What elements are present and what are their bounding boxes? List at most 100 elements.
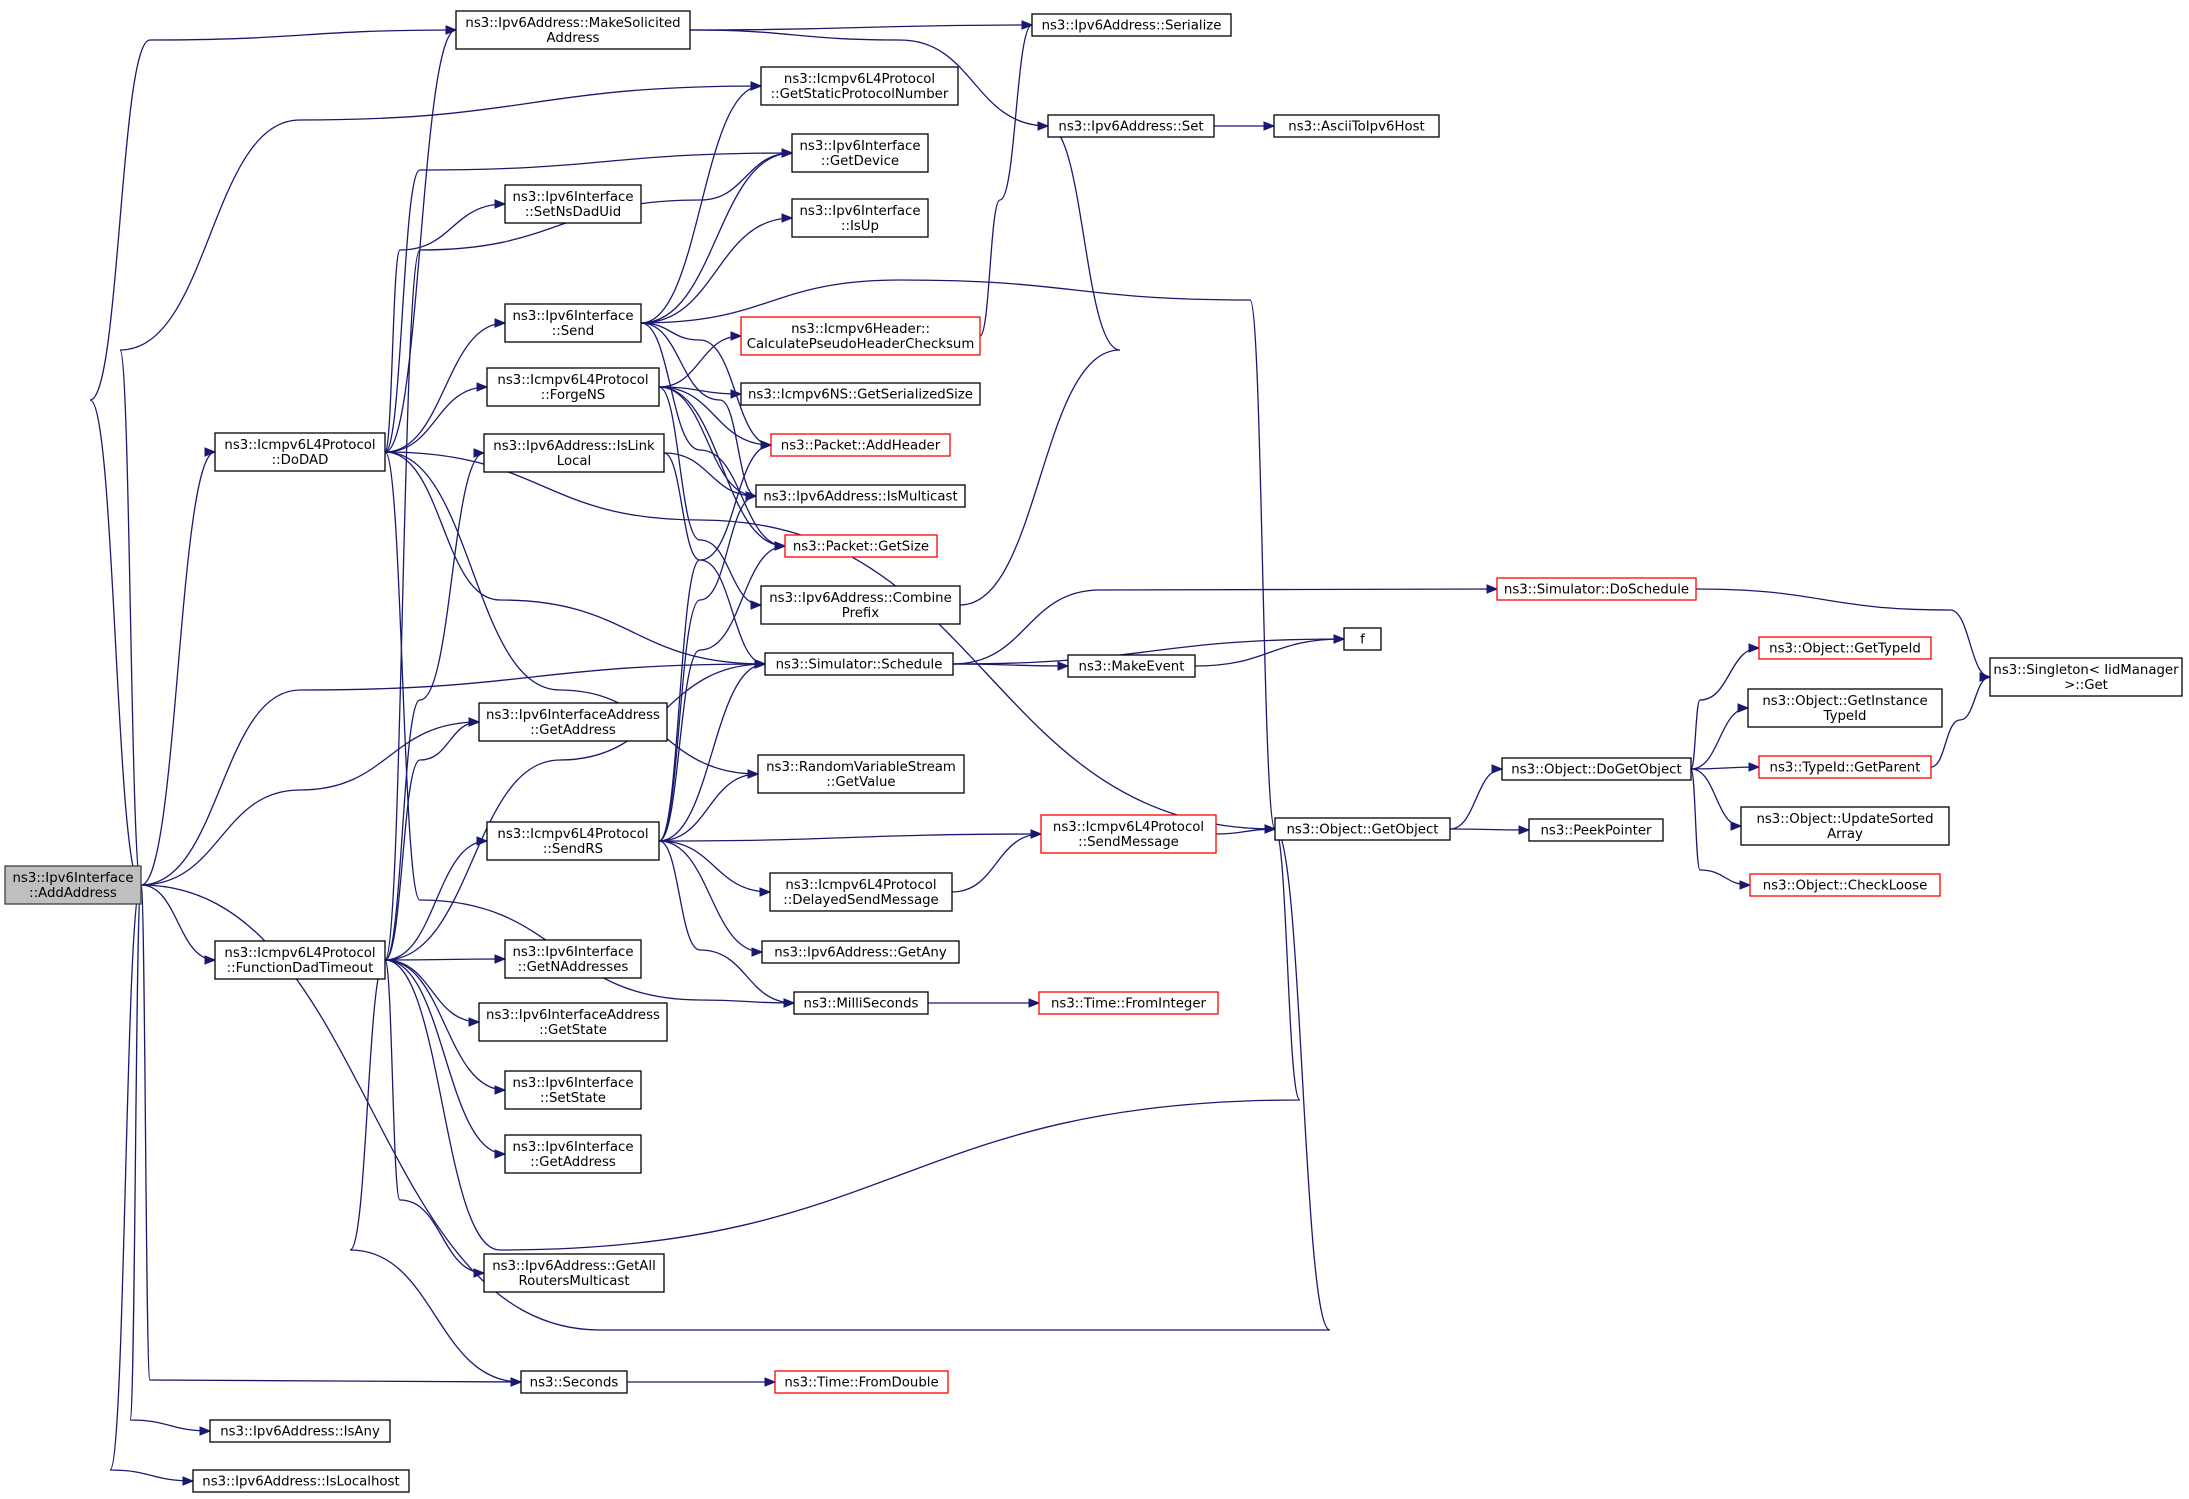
node-schedule[interactable]: ns3::Simulator::Schedule bbox=[764, 652, 954, 676]
arrowhead bbox=[750, 600, 763, 610]
node-label-line: CalculatePseudoHeaderChecksum bbox=[747, 337, 975, 352]
arrowhead bbox=[1030, 829, 1043, 839]
node-ismulticast[interactable]: ns3::Ipv6Address::IsMulticast bbox=[755, 484, 966, 508]
node-setnsdaduid[interactable]: ns3::Ipv6Interface::SetNsDadUid bbox=[504, 184, 642, 224]
node-ascii[interactable]: ns3::AsciiToIpv6Host bbox=[1273, 114, 1440, 138]
node-getany[interactable]: ns3::Ipv6Address::GetAny bbox=[761, 940, 960, 964]
edge-forgens-to-getsize bbox=[658, 386, 787, 551]
node-label-line: ::SendMessage bbox=[1078, 835, 1179, 850]
node-iaddr-getstate[interactable]: ns3::Ipv6InterfaceAddress::GetState bbox=[478, 1002, 668, 1042]
node-box bbox=[209, 1419, 391, 1443]
node-box bbox=[504, 939, 642, 979]
arrowhead bbox=[1263, 121, 1276, 131]
node-icmp-getstatic[interactable]: ns3::Icmpv6L4Protocol::GetStaticProtocol… bbox=[760, 66, 959, 106]
arrowhead bbox=[751, 947, 764, 957]
edge-combine-to-set bbox=[959, 121, 1121, 606]
node-box bbox=[764, 652, 954, 676]
node-delayedsend[interactable]: ns3::Icmpv6L4Protocol::DelayedSendMessag… bbox=[769, 872, 953, 912]
arrowhead bbox=[1739, 880, 1752, 890]
node-iaddr-getaddr[interactable]: ns3::Ipv6InterfaceAddress::GetAddress bbox=[478, 702, 668, 742]
node-isup[interactable]: ns3::Ipv6Interface::IsUp bbox=[791, 198, 929, 238]
node-ns-getsize[interactable]: ns3::Icmpv6NS::GetSerializedSize bbox=[740, 382, 981, 406]
edge-dogetobject-to-getinstancetypeid bbox=[1690, 703, 1750, 770]
node-send[interactable]: ns3::Ipv6Interface::Send bbox=[504, 303, 642, 343]
node-setstate[interactable]: ns3::Ipv6Interface::SetState bbox=[504, 1070, 642, 1110]
arrowhead bbox=[494, 954, 507, 964]
node-label-line: ::IsUp bbox=[841, 219, 879, 234]
node-sendrs[interactable]: ns3::Icmpv6L4Protocol::SendRS bbox=[486, 821, 660, 861]
node-box bbox=[504, 1070, 642, 1110]
node-label-line: ns3::Ipv6Address::IsMulticast bbox=[763, 490, 957, 505]
node-getdevice[interactable]: ns3::Ipv6Interface::GetDevice bbox=[791, 133, 929, 173]
node-label-line: ::Send bbox=[552, 324, 594, 339]
node-box bbox=[483, 1253, 665, 1293]
node-forgens[interactable]: ns3::Icmpv6L4Protocol::ForgeNS bbox=[486, 367, 660, 407]
node-dodad[interactable]: ns3::Icmpv6L4Protocol::DoDAD bbox=[214, 432, 386, 472]
nodes-layer: ns3::Ipv6Interface::AddAddressns3::Icmpv… bbox=[4, 10, 2183, 1493]
node-gettypeid[interactable]: ns3::Object::GetTypeId bbox=[1758, 636, 1932, 660]
node-seconds[interactable]: ns3::Seconds bbox=[520, 1370, 628, 1394]
node-sendmessage[interactable]: ns3::Icmpv6L4Protocol::SendMessage bbox=[1040, 814, 1217, 854]
node-doschedule[interactable]: ns3::Simulator::DoSchedule bbox=[1496, 577, 1697, 601]
node-checkloose[interactable]: ns3::Object::CheckLoose bbox=[1749, 873, 1941, 897]
node-box bbox=[1040, 814, 1217, 854]
node-peekpointer[interactable]: ns3::PeekPointer bbox=[1528, 818, 1664, 842]
node-label-line: ns3::Icmpv6L4Protocol bbox=[224, 946, 375, 961]
edge-send-to-ismulticast bbox=[640, 322, 758, 501]
arrowhead bbox=[1028, 998, 1041, 1008]
arrowhead bbox=[468, 717, 481, 727]
edge-dodad-to-makesol bbox=[384, 25, 458, 453]
node-isany[interactable]: ns3::Ipv6Address::IsAny bbox=[209, 1419, 391, 1443]
node-addheader[interactable]: ns3::Packet::AddHeader bbox=[770, 433, 951, 457]
node-getnaddr[interactable]: ns3::Ipv6Interface::GetNAddresses bbox=[504, 939, 642, 979]
node-getparent[interactable]: ns3::TypeId::GetParent bbox=[1758, 755, 1932, 779]
arrowhead bbox=[781, 213, 794, 223]
node-getobject[interactable]: ns3::Object::GetObject bbox=[1274, 817, 1451, 841]
node-dogetobject[interactable]: ns3::Object::DoGetObject bbox=[1501, 757, 1692, 781]
edge-root-to-schedule bbox=[140, 659, 767, 886]
node-makeevent[interactable]: ns3::MakeEvent bbox=[1067, 654, 1196, 678]
node-calcpseudo[interactable]: ns3::Icmpv6Header::CalculatePseudoHeader… bbox=[740, 316, 981, 356]
node-singleton[interactable]: ns3::Singleton< IidManager >::Get bbox=[1989, 657, 2183, 697]
node-f[interactable]: f bbox=[1343, 627, 1382, 651]
edge-makeevent-to-f bbox=[1194, 634, 1346, 667]
node-label-line: ns3::MakeEvent bbox=[1079, 660, 1185, 675]
node-box bbox=[483, 433, 665, 473]
node-label-line: ns3::Icmpv6Header:: bbox=[791, 322, 930, 337]
node-label-line: ns3::Ipv6InterfaceAddress bbox=[486, 708, 660, 723]
node-label-line: ns3::Icmpv6NS::GetSerializedSize bbox=[748, 388, 973, 403]
node-set[interactable]: ns3::Ipv6Address::Set bbox=[1047, 114, 1215, 138]
node-getsize[interactable]: ns3::Packet::GetSize bbox=[784, 534, 938, 558]
node-label-line: Prefix bbox=[842, 606, 880, 621]
edge-getobject-to-dogetobject bbox=[1449, 764, 1504, 830]
arrowhead bbox=[730, 389, 743, 399]
node-rvs-getvalue[interactable]: ns3::RandomVariableStream::GetValue bbox=[757, 754, 965, 794]
node-label-line: ::SetState bbox=[540, 1091, 606, 1106]
node-label-line: ns3::Ipv6Address::IsLocalhost bbox=[202, 1475, 399, 1490]
node-serialize[interactable]: ns3::Ipv6Address::Serialize bbox=[1031, 13, 1232, 37]
node-label-line: ns3::Packet::GetSize bbox=[793, 540, 929, 555]
node-box bbox=[1758, 636, 1932, 660]
arrowhead bbox=[774, 541, 787, 551]
edge-sendrs-to-getany bbox=[658, 840, 764, 957]
node-if-getaddr[interactable]: ns3::Ipv6Interface::GetAddress bbox=[504, 1134, 642, 1174]
node-fdt[interactable]: ns3::Icmpv6L4Protocol::FunctionDadTimeou… bbox=[214, 940, 386, 980]
arrowhead bbox=[182, 1476, 195, 1486]
node-root[interactable]: ns3::Ipv6Interface::AddAddress bbox=[4, 865, 142, 905]
node-label-line: ns3::Icmpv6L4Protocol bbox=[784, 72, 935, 87]
node-label-line: ns3::RandomVariableStream bbox=[766, 760, 956, 775]
node-fromdouble[interactable]: ns3::Time::FromDouble bbox=[774, 1370, 949, 1394]
arrowhead bbox=[1491, 764, 1504, 774]
node-islocalhost[interactable]: ns3::Ipv6Address::IsLocalhost bbox=[192, 1469, 410, 1493]
arrowhead bbox=[745, 491, 758, 501]
edge-root-to-islocalhost bbox=[109, 884, 195, 1486]
arrowhead bbox=[510, 1377, 523, 1387]
node-frominteger[interactable]: ns3::Time::FromInteger bbox=[1038, 991, 1219, 1015]
node-milliseconds[interactable]: ns3::MilliSeconds bbox=[793, 991, 929, 1015]
